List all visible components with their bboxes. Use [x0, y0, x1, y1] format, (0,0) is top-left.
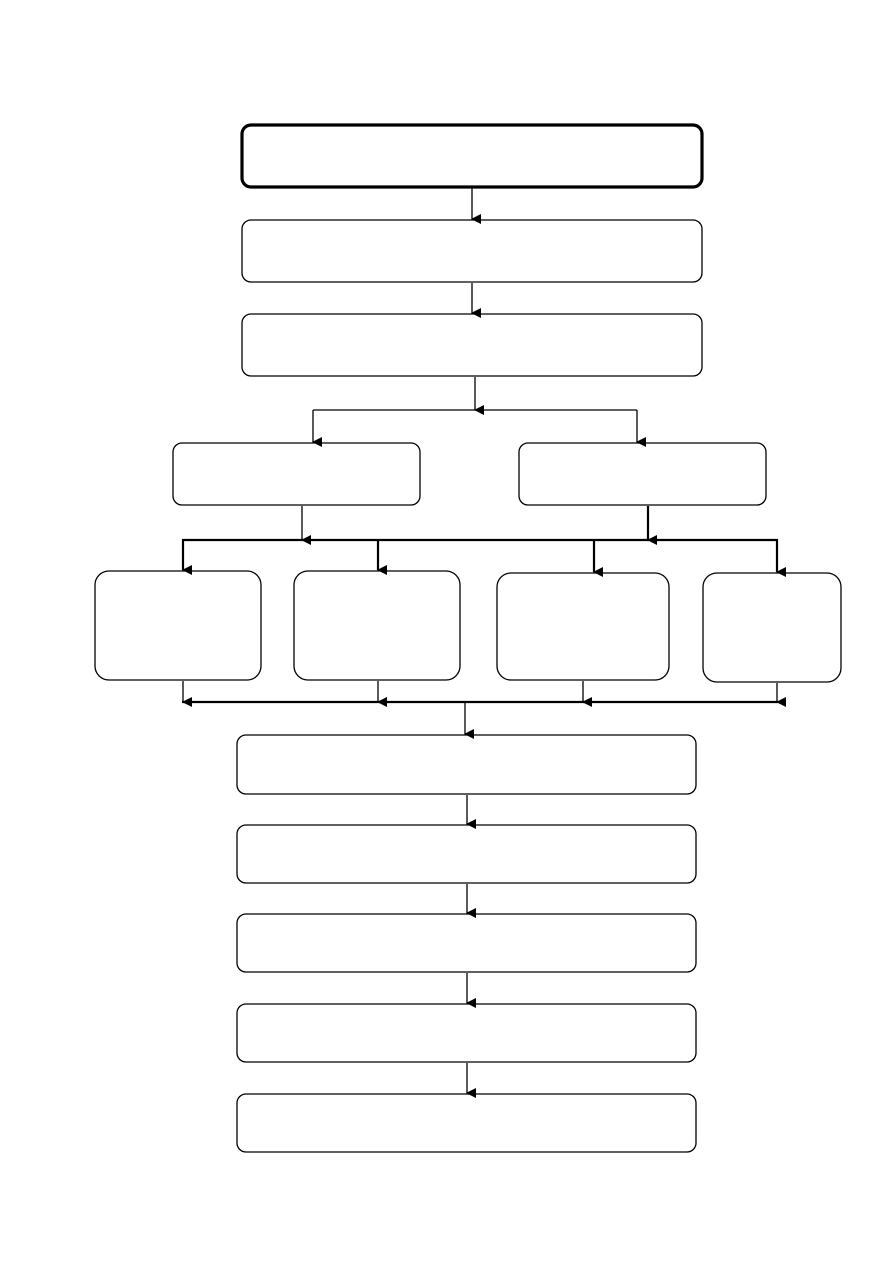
- edge-n3-split: [312, 377, 646, 447]
- flow-node-14: [236, 1093, 697, 1153]
- flow-node-7: [293, 570, 461, 681]
- flow-node-4: [172, 442, 421, 506]
- flow-node-8: [496, 572, 670, 681]
- flow-node-6: [94, 570, 262, 681]
- flow-node-1: [240, 123, 704, 189]
- flow-node-5: [518, 442, 767, 506]
- edge-n4-n5-distribution: [181, 506, 786, 577]
- flow-node-2: [241, 219, 703, 283]
- flow-node-10: [236, 734, 697, 795]
- flow-node-13: [236, 1003, 697, 1063]
- edge-merge-to-n10: [182, 681, 786, 739]
- flow-node-3: [241, 313, 703, 377]
- flow-node-12: [236, 913, 697, 973]
- flow-node-9: [702, 572, 842, 683]
- flow-node-11: [236, 824, 697, 884]
